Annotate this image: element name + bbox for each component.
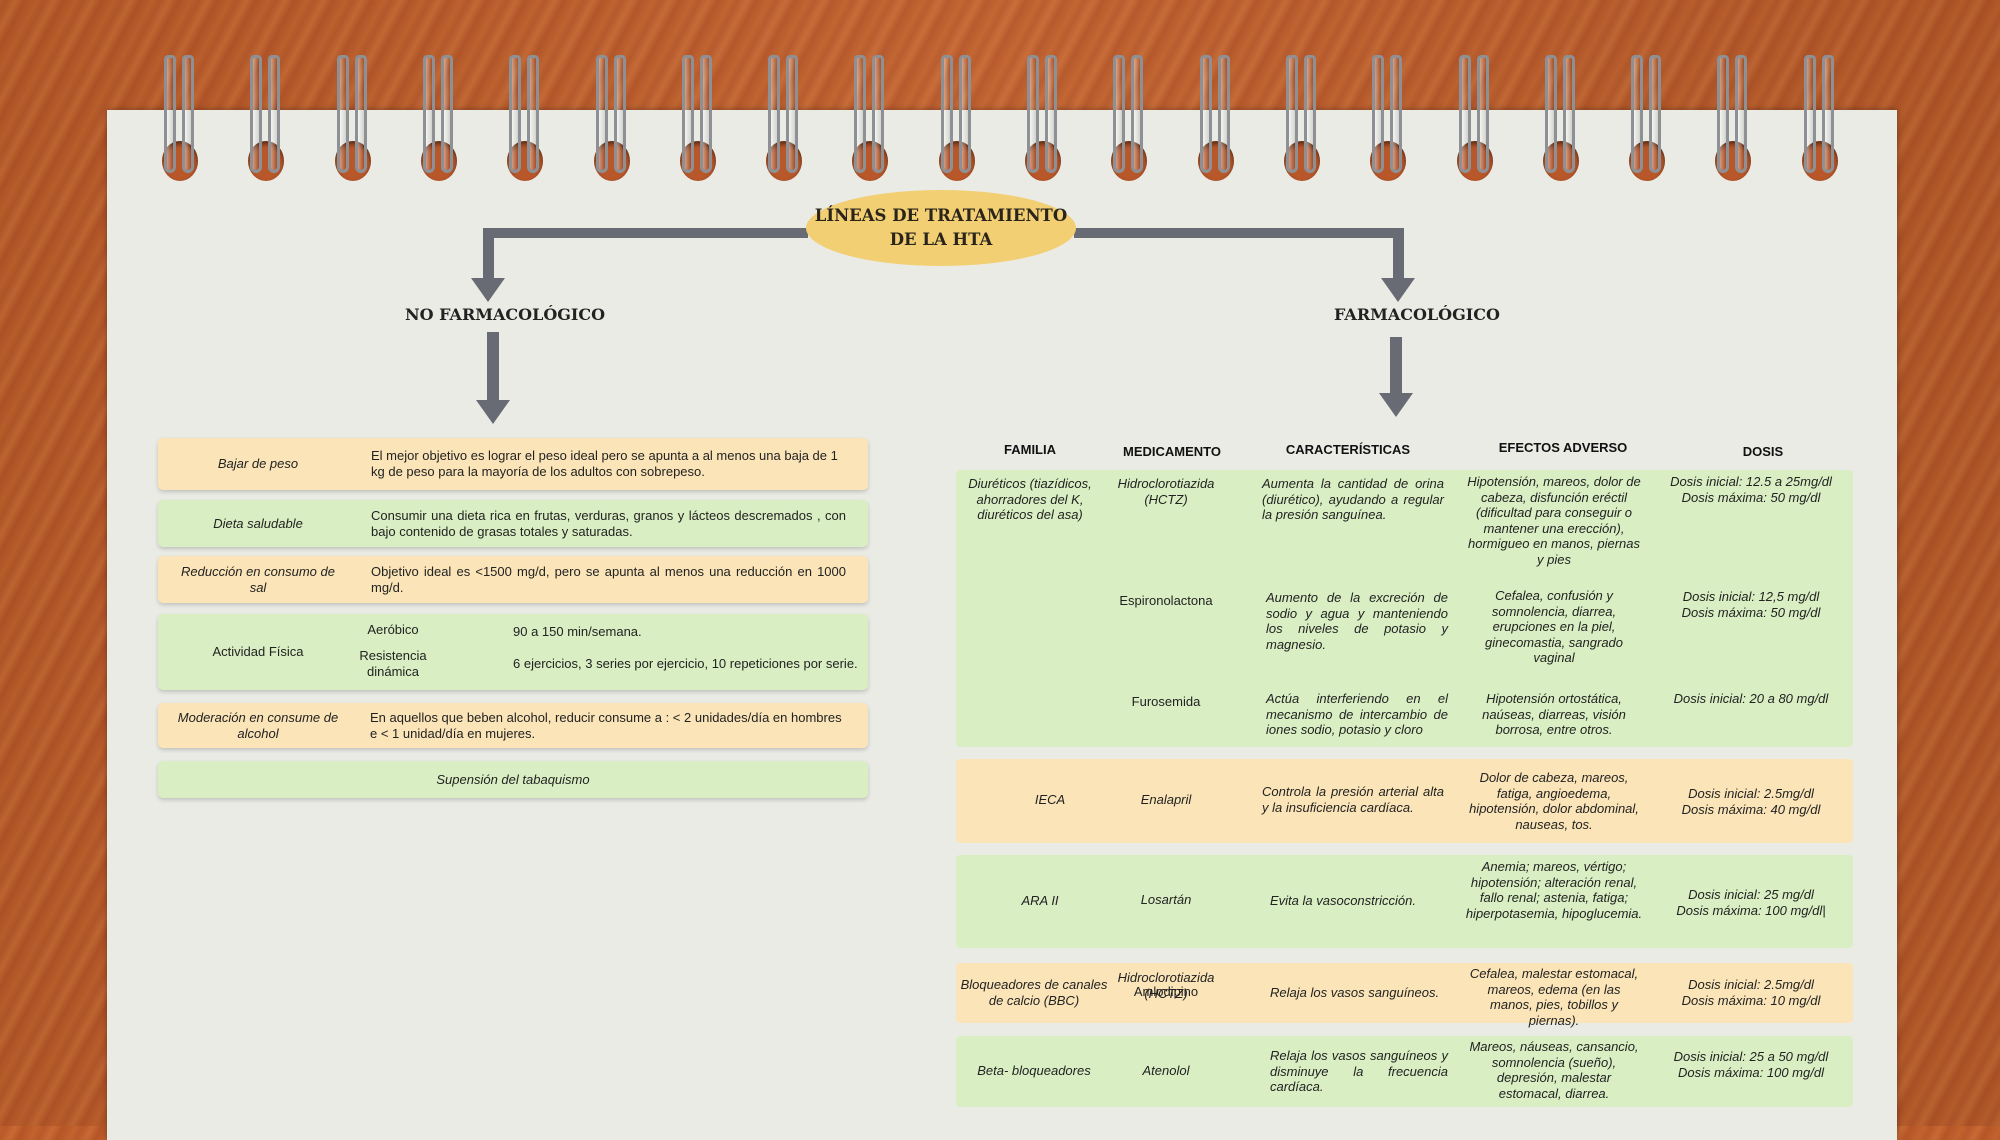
arrow-down-icon bbox=[1381, 278, 1415, 302]
table-group-ieca: IECA Enalapril Controla la presión arter… bbox=[956, 759, 1853, 843]
nf-sub-label: Resistencia dinámica bbox=[359, 648, 427, 679]
cell-caracteristicas: Aumento de la excreción de sodio y agua … bbox=[1266, 590, 1448, 652]
nf-item-bajar-peso: Bajar de peso El mejor objetivo es logra… bbox=[158, 438, 868, 490]
nf-text: Consumir una dieta rica en frutas, verdu… bbox=[371, 507, 846, 539]
cell-familia: Beta- bloqueadores bbox=[977, 1063, 1091, 1078]
spiral-ring-icon bbox=[417, 55, 461, 181]
cell-dosis: Dosis inicial: 20 a 80 mg/dl bbox=[1673, 691, 1829, 706]
nf-text: En aquellos que beben alcohol, reducir c… bbox=[370, 709, 842, 741]
cell-efectos: Mareos, náuseas, cansancio, somnolencia … bbox=[1469, 1039, 1639, 1101]
spiral-ring-icon bbox=[1711, 55, 1755, 181]
table-group-diureticos: Diuréticos (tiazídicos, ahorradores del … bbox=[956, 470, 1853, 747]
cell-efectos: Cefalea, confusión y somnolencia, diarre… bbox=[1484, 588, 1624, 665]
cell-medicamento: Atenolol bbox=[1142, 1063, 1190, 1078]
cell-medicamento: Amlodipino bbox=[1133, 984, 1199, 999]
cell-caracteristicas: Aumenta la cantidad de orina (diurético)… bbox=[1262, 476, 1444, 522]
arrow-down-icon bbox=[476, 400, 510, 424]
col-header-medicamento: MEDICAMENTO bbox=[1123, 444, 1221, 459]
col-header-caracteristicas: CARACTERÍSTICAS bbox=[1285, 442, 1411, 457]
title-line-1: LÍNEAS DE TRATAMIENTO bbox=[814, 206, 1068, 225]
connector-vertical-left-bottom bbox=[487, 332, 499, 402]
nf-label: Dieta saludable bbox=[213, 515, 303, 531]
connector-vertical-right-bottom bbox=[1390, 337, 1402, 397]
spiral-ring-icon bbox=[1280, 55, 1324, 181]
cell-dosis: Dosis inicial: 12,5 mg/dl Dosis máxima: … bbox=[1681, 589, 1821, 620]
nf-label: Reducción en consumo de sal bbox=[181, 563, 335, 595]
cell-efectos: Hipotensión, mareos, dolor de cabeza, di… bbox=[1467, 474, 1641, 567]
table-group-bbc: Bloqueadores de canales de calcio (BBC) … bbox=[956, 963, 1853, 1028]
spiral-ring-icon bbox=[676, 55, 720, 181]
connector-vertical-right-top bbox=[1393, 228, 1404, 280]
cell-medicamento: Losartán bbox=[1140, 892, 1192, 907]
title-line-2: DE LA HTA bbox=[889, 230, 993, 249]
arrow-down-icon bbox=[471, 278, 505, 302]
spiral-ring-icon bbox=[1021, 55, 1065, 181]
col-header-efectos: EFECTOS ADVERSO bbox=[1498, 440, 1628, 455]
cell-dosis: Dosis inicial: 2.5mg/dl Dosis máxima: 10… bbox=[1681, 977, 1821, 1008]
spiral-ring-icon bbox=[762, 55, 806, 181]
cell-efectos: Anemia; mareos, vértigo; hipotensión; al… bbox=[1465, 859, 1643, 921]
spiral-ring-icon bbox=[331, 55, 375, 181]
spiral-ring-icon bbox=[1798, 55, 1842, 181]
cell-caracteristicas: Controla la presión arterial alta y la i… bbox=[1262, 784, 1444, 815]
cell-familia: IECA bbox=[1034, 792, 1066, 807]
cell-familia: ARA II bbox=[1021, 893, 1059, 908]
spiral-ring-icon bbox=[1453, 55, 1497, 181]
arrow-down-icon bbox=[1379, 393, 1413, 417]
spiral-ring-icon bbox=[503, 55, 547, 181]
cell-medicamento: Hidroclorotiazida (HCTZ) bbox=[1117, 476, 1215, 507]
cell-dosis: Dosis inicial: 12.5 a 25mg/dl Dosis máxi… bbox=[1670, 474, 1832, 505]
nf-label: Moderación en consume de alcohol bbox=[177, 709, 339, 741]
col-header-familia: FAMILIA bbox=[1004, 442, 1056, 457]
connector-horizontal-left bbox=[483, 228, 808, 238]
cell-efectos: Cefalea, malestar estomacal, mareos, ede… bbox=[1469, 966, 1639, 1028]
spiral-ring-icon bbox=[590, 55, 634, 181]
cell-dosis: Dosis inicial: 25 a 50 mg/dl Dosis máxim… bbox=[1673, 1049, 1829, 1080]
cell-familia: Diuréticos (tiazídicos, ahorradores del … bbox=[968, 476, 1092, 522]
cell-caracteristicas: Relaja los vasos sanguíneos y disminuye … bbox=[1270, 1048, 1448, 1094]
spiral-ring-icon bbox=[935, 55, 979, 181]
spiral-ring-icon bbox=[1539, 55, 1583, 181]
nf-text: El mejor objetivo es lograr el peso idea… bbox=[371, 448, 838, 479]
cell-dosis: Dosis inicial: 2.5mg/dl Dosis máxima: 40… bbox=[1681, 786, 1821, 817]
nf-sub-text: 90 a 150 min/semana. bbox=[513, 624, 642, 639]
nf-label: Bajar de peso bbox=[217, 456, 299, 471]
cell-medicamento: Espironolactona bbox=[1119, 593, 1213, 608]
cell-caracteristicas: Relaja los vasos sanguíneos. bbox=[1270, 985, 1440, 1000]
spiral-ring-icon bbox=[244, 55, 288, 181]
nf-item-actividad: Actividad Física Aeróbico 90 a 150 min/s… bbox=[158, 614, 868, 690]
cell-medicamento-overlap: Hidroclorotiazida (HCTZ) bbox=[1117, 970, 1215, 1001]
nf-item-tabaquismo: Supensión del tabaquismo bbox=[158, 761, 868, 798]
branch-label-farmacologico: FARMACOLÓGICO bbox=[1334, 305, 1500, 324]
nf-text: Objetivo ideal es <1500 mg/d, pero se ap… bbox=[371, 563, 846, 595]
cell-medicamento: Furosemida bbox=[1131, 694, 1201, 709]
spiral-ring-icon bbox=[1107, 55, 1151, 181]
cell-dosis: Dosis inicial: 25 mg/dl Dosis máxima: 10… bbox=[1676, 887, 1826, 918]
branch-label-no-farmacologico: NO FARMACOLÓGICO bbox=[405, 305, 606, 324]
spiral-ring-icon bbox=[848, 55, 892, 181]
nf-label: Actividad Física bbox=[212, 644, 304, 659]
nf-item-alcohol: Moderación en consume de alcohol En aque… bbox=[158, 703, 868, 748]
cell-caracteristicas: Evita la vasoconstricción. bbox=[1270, 893, 1416, 908]
cell-caracteristicas: Actúa interferiendo en el mecanismo de i… bbox=[1266, 691, 1448, 737]
table-group-ara-ii: ARA II Losartán Evita la vasoconstricció… bbox=[956, 855, 1853, 948]
nf-label: Supensión del tabaquismo bbox=[436, 771, 590, 787]
table-group-beta: Beta- bloqueadores Atenolol Relaja los v… bbox=[956, 1036, 1853, 1107]
nf-sub-text: 6 ejercicios, 3 series por ejercicio, 10… bbox=[513, 656, 858, 671]
spiral-ring-icon bbox=[158, 55, 202, 181]
nf-item-dieta: Dieta saludable Consumir una dieta rica … bbox=[158, 500, 868, 547]
connector-horizontal-right bbox=[1074, 228, 1404, 238]
spiral-ring-icon bbox=[1194, 55, 1238, 181]
nf-item-sal: Reducción en consumo de sal Objetivo ide… bbox=[158, 556, 868, 603]
connector-vertical-left-top bbox=[483, 228, 494, 280]
cell-familia: Bloqueadores de canales de calcio (BBC) bbox=[960, 977, 1108, 1008]
cell-efectos: Dolor de cabeza, mareos, fatiga, angioed… bbox=[1469, 770, 1639, 832]
diagram-title: LÍNEAS DE TRATAMIENTO DE LA HTA bbox=[806, 190, 1076, 266]
spiral-ring-icon bbox=[1366, 55, 1410, 181]
nf-sub-label: Aeróbico bbox=[367, 622, 419, 637]
spiral-ring-icon bbox=[1625, 55, 1669, 181]
col-header-dosis: DOSIS bbox=[1742, 444, 1784, 459]
cell-medicamento: Enalapril bbox=[1140, 792, 1192, 807]
cell-efectos: Hipotensión ortostática, naúseas, diarre… bbox=[1482, 691, 1626, 737]
